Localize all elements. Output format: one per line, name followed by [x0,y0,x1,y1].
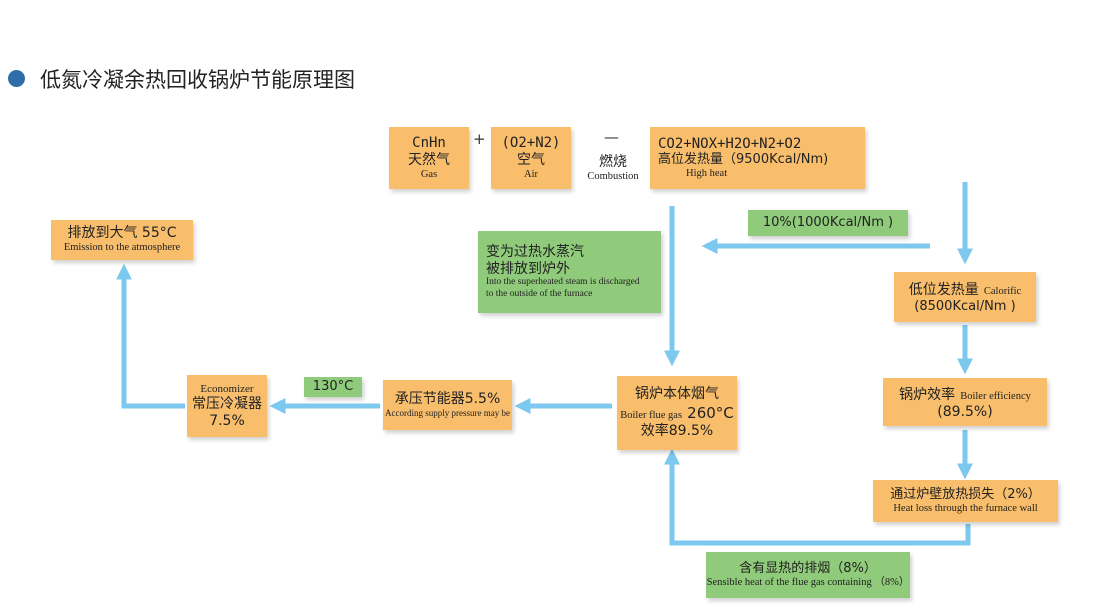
ten-percent-label: 10%(1000Kcal/Nm ) [748,210,908,236]
plus-sign: + [473,130,486,148]
combustion-label: 燃烧 Combustion [580,150,646,188]
flue-gas-cn: 锅炉本体烟气 [635,386,719,403]
low-heat-title-row: 低位发热量 Calorific [909,279,1021,299]
products-box: CO2+NOX+H2O+N2+O2 高位发热量（9500Kcal/Nm) Hig… [650,127,865,189]
gas-label-cn: 天然气 [408,151,450,168]
arrow-condenser-to-emission [115,263,185,409]
title-bullet [8,70,25,87]
wall-loss-cn: 通过炉壁放热损失（2%） [890,486,1041,502]
products-label-cn: 高位发热量（9500Kcal/Nm) [658,152,829,168]
sensible-heat-box: 含有显热的排烟（8%） Sensible heat of the flue ga… [706,552,910,598]
temp-130-text: 130°C [312,379,354,395]
flue-gas-en: Boiler flue gas [620,410,683,422]
gas-box: CnHn 天然气 Gas [389,127,469,189]
sensible-heat-en: Sensible heat of the flue gas containing… [706,576,910,588]
condenser-value: 7.5% [209,412,245,429]
combustion-en: Combustion [587,171,639,183]
sensible-heat-cn: 含有显热的排烟（8%） [739,560,877,576]
products-label-en: High heat [686,167,728,179]
condenser-cn: 常压冷凝器 [192,395,262,412]
low-heat-box: 低位发热量 Calorific (8500Kcal/Nm ) [894,272,1036,322]
low-heat-en: Calorific [983,286,1022,298]
condenser-box: Economizer 常压冷凝器 7.5% [187,375,267,437]
steam-en-line1: Into the superheated steam is discharged [486,277,640,288]
pressure-economizer-cn: 承压节能器5.5% [394,391,501,408]
gas-formula: CnHn [412,134,446,151]
ten-percent-text: 10%(1000Kcal/Nm ) [762,215,894,231]
boiler-efficiency-value: (89.5%) [937,403,993,420]
temp-130-label: 130°C [304,377,362,397]
steam-en-line2: to the outside of the furnace [486,288,593,299]
condenser-en: Economizer [200,382,254,395]
emission-en: Emission to the atmosphere [63,242,181,254]
combustion-cn: 燃烧 [599,154,627,171]
steam-box: 变为过热水蒸汽 被排放到炉外 Into the superheated stea… [478,231,661,313]
boiler-efficiency-box: 锅炉效率 Boiler efficiency (89.5%) [883,378,1047,426]
air-label-en: Air [524,168,538,180]
low-heat-value: (8500Kcal/Nm ) [914,299,1016,315]
boiler-efficiency-cn: 锅炉效率 [899,386,956,403]
low-heat-cn: 低位发热量 [908,282,979,299]
air-formula: (O2+N2) [501,134,561,151]
wall-loss-en: Heat loss through the furnace wall [893,502,1038,514]
flue-gas-temp-row: Boiler flue gas 260°C [620,403,734,423]
products-formula: CO2+NOX+H2O+N2+O2 [658,135,802,152]
wall-loss-box: 通过炉壁放热损失（2%） Heat loss through the furna… [873,480,1058,522]
flue-gas-efficiency: 效率89.5% [640,422,714,439]
steam-cn-line1: 变为过热水蒸汽 [486,243,584,260]
emission-box: 排放到大气 55°C Emission to the atmosphere [51,220,193,260]
flue-gas-temp: 260°C [687,404,734,423]
arrow-wallloss-to-fluegas [663,448,971,546]
page-title: 低氮冷凝余热回收锅炉节能原理图 [40,68,355,92]
pressure-economizer-box: 承压节能器5.5% According supply pressure may … [383,380,512,430]
gas-label-en: Gas [420,168,438,180]
air-box: (O2+N2) 空气 Air [491,127,571,189]
emission-cn: 排放到大气 55°C [67,225,177,242]
boiler-efficiency-title-row: 锅炉效率 Boiler efficiency [899,384,1031,404]
steam-cn-line2: 被排放到炉外 [486,260,570,277]
pressure-economizer-en: According supply pressure may be [385,408,510,418]
flue-gas-box: 锅炉本体烟气 Boiler flue gas 260°C 效率89.5% [617,376,737,450]
boiler-efficiency-en: Boiler efficiency [960,390,1031,402]
air-label-cn: 空气 [517,151,545,168]
dash-sign: — [604,128,619,146]
